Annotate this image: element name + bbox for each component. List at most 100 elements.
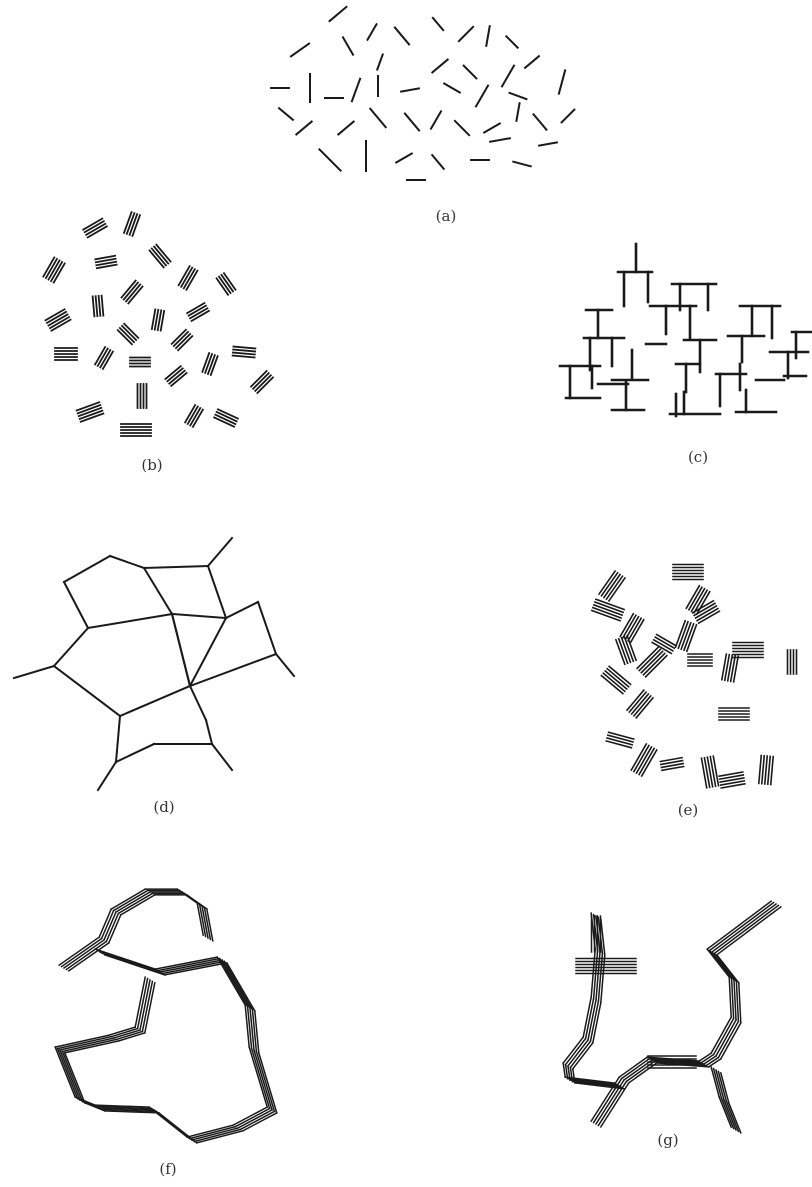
strand bbox=[732, 979, 734, 1019]
network-edge bbox=[98, 762, 116, 790]
strand bbox=[717, 931, 749, 955]
rod bbox=[395, 28, 409, 45]
stack-rod bbox=[623, 615, 636, 638]
strand bbox=[118, 893, 152, 913]
strand bbox=[710, 951, 732, 979]
rod bbox=[476, 86, 488, 107]
stack-rod bbox=[233, 356, 255, 358]
network-edge bbox=[54, 628, 88, 666]
stack-rod bbox=[93, 296, 95, 316]
caption-d: (d) bbox=[153, 798, 174, 816]
rod bbox=[352, 79, 360, 102]
strand bbox=[238, 1110, 272, 1128]
network-edge bbox=[14, 666, 54, 678]
rod bbox=[510, 93, 527, 99]
rod bbox=[368, 24, 377, 40]
strand bbox=[712, 952, 734, 980]
network-edge bbox=[120, 686, 190, 716]
network-edge bbox=[276, 654, 294, 676]
strand bbox=[710, 927, 742, 951]
stack-rod bbox=[233, 350, 255, 352]
strand bbox=[254, 1050, 272, 1110]
network-edge bbox=[206, 720, 212, 744]
network-edge bbox=[190, 686, 206, 720]
rod bbox=[534, 114, 547, 129]
caption-f: (f) bbox=[159, 1160, 176, 1178]
network-edge bbox=[208, 566, 226, 618]
stack-rod bbox=[768, 756, 770, 784]
rod bbox=[486, 26, 489, 46]
strand bbox=[236, 1109, 270, 1127]
stack-rod bbox=[620, 614, 633, 637]
rod bbox=[562, 110, 575, 123]
rod bbox=[279, 108, 293, 120]
rod bbox=[405, 114, 419, 131]
rod bbox=[431, 111, 441, 128]
network-edge bbox=[172, 614, 190, 686]
strand bbox=[233, 1107, 267, 1125]
rod bbox=[343, 37, 353, 54]
strand bbox=[729, 977, 731, 1017]
strand bbox=[563, 1063, 565, 1077]
strand bbox=[712, 928, 744, 952]
network-edge bbox=[116, 716, 120, 762]
rod bbox=[338, 122, 353, 135]
strand bbox=[227, 963, 255, 1011]
rod bbox=[319, 149, 340, 170]
stack-rod bbox=[102, 296, 104, 316]
caption-e: (e) bbox=[678, 801, 699, 819]
network-edge bbox=[190, 618, 226, 686]
panel-e-stacked-network bbox=[592, 565, 797, 788]
rod bbox=[484, 124, 500, 133]
network-edge bbox=[88, 614, 172, 628]
strand bbox=[714, 929, 746, 953]
panel-c-t-junction-network bbox=[560, 244, 812, 416]
stack-rod bbox=[233, 353, 255, 355]
caption-g: (g) bbox=[657, 1131, 678, 1149]
network-edge bbox=[144, 568, 172, 614]
network-edge bbox=[226, 602, 258, 618]
strand bbox=[240, 1111, 274, 1129]
rod bbox=[490, 138, 510, 141]
rod bbox=[502, 66, 514, 87]
rod bbox=[459, 27, 473, 41]
rod bbox=[513, 162, 530, 167]
rod bbox=[291, 44, 309, 57]
network-edge bbox=[208, 538, 232, 566]
rod bbox=[432, 60, 447, 73]
rod bbox=[506, 36, 517, 47]
stack-rod bbox=[765, 756, 767, 784]
rod bbox=[432, 155, 444, 169]
network-edge bbox=[110, 556, 144, 568]
network-edge bbox=[144, 566, 208, 568]
strand bbox=[222, 960, 250, 1008]
strand bbox=[736, 981, 738, 1021]
strand bbox=[62, 1051, 82, 1101]
strand bbox=[64, 940, 104, 968]
strand bbox=[243, 1113, 277, 1131]
strand bbox=[224, 961, 252, 1009]
strand bbox=[749, 907, 781, 931]
strand bbox=[714, 953, 736, 981]
stack-rod bbox=[631, 620, 644, 643]
network-edge bbox=[116, 744, 154, 762]
rod bbox=[539, 142, 557, 145]
rod bbox=[296, 122, 311, 135]
stack-rod bbox=[689, 587, 702, 610]
strand bbox=[716, 1070, 724, 1100]
stack-rod bbox=[604, 575, 620, 598]
rod bbox=[559, 70, 565, 93]
network-edge bbox=[64, 556, 110, 582]
strand bbox=[220, 959, 248, 1007]
strand bbox=[116, 892, 150, 912]
strand bbox=[111, 889, 145, 909]
rod bbox=[433, 18, 443, 30]
stack-rod bbox=[96, 296, 98, 316]
stack-rod bbox=[762, 756, 764, 784]
strand bbox=[142, 981, 152, 1031]
rod bbox=[401, 88, 419, 91]
strand bbox=[145, 983, 155, 1033]
strand bbox=[140, 980, 150, 1030]
strand bbox=[60, 1050, 80, 1100]
